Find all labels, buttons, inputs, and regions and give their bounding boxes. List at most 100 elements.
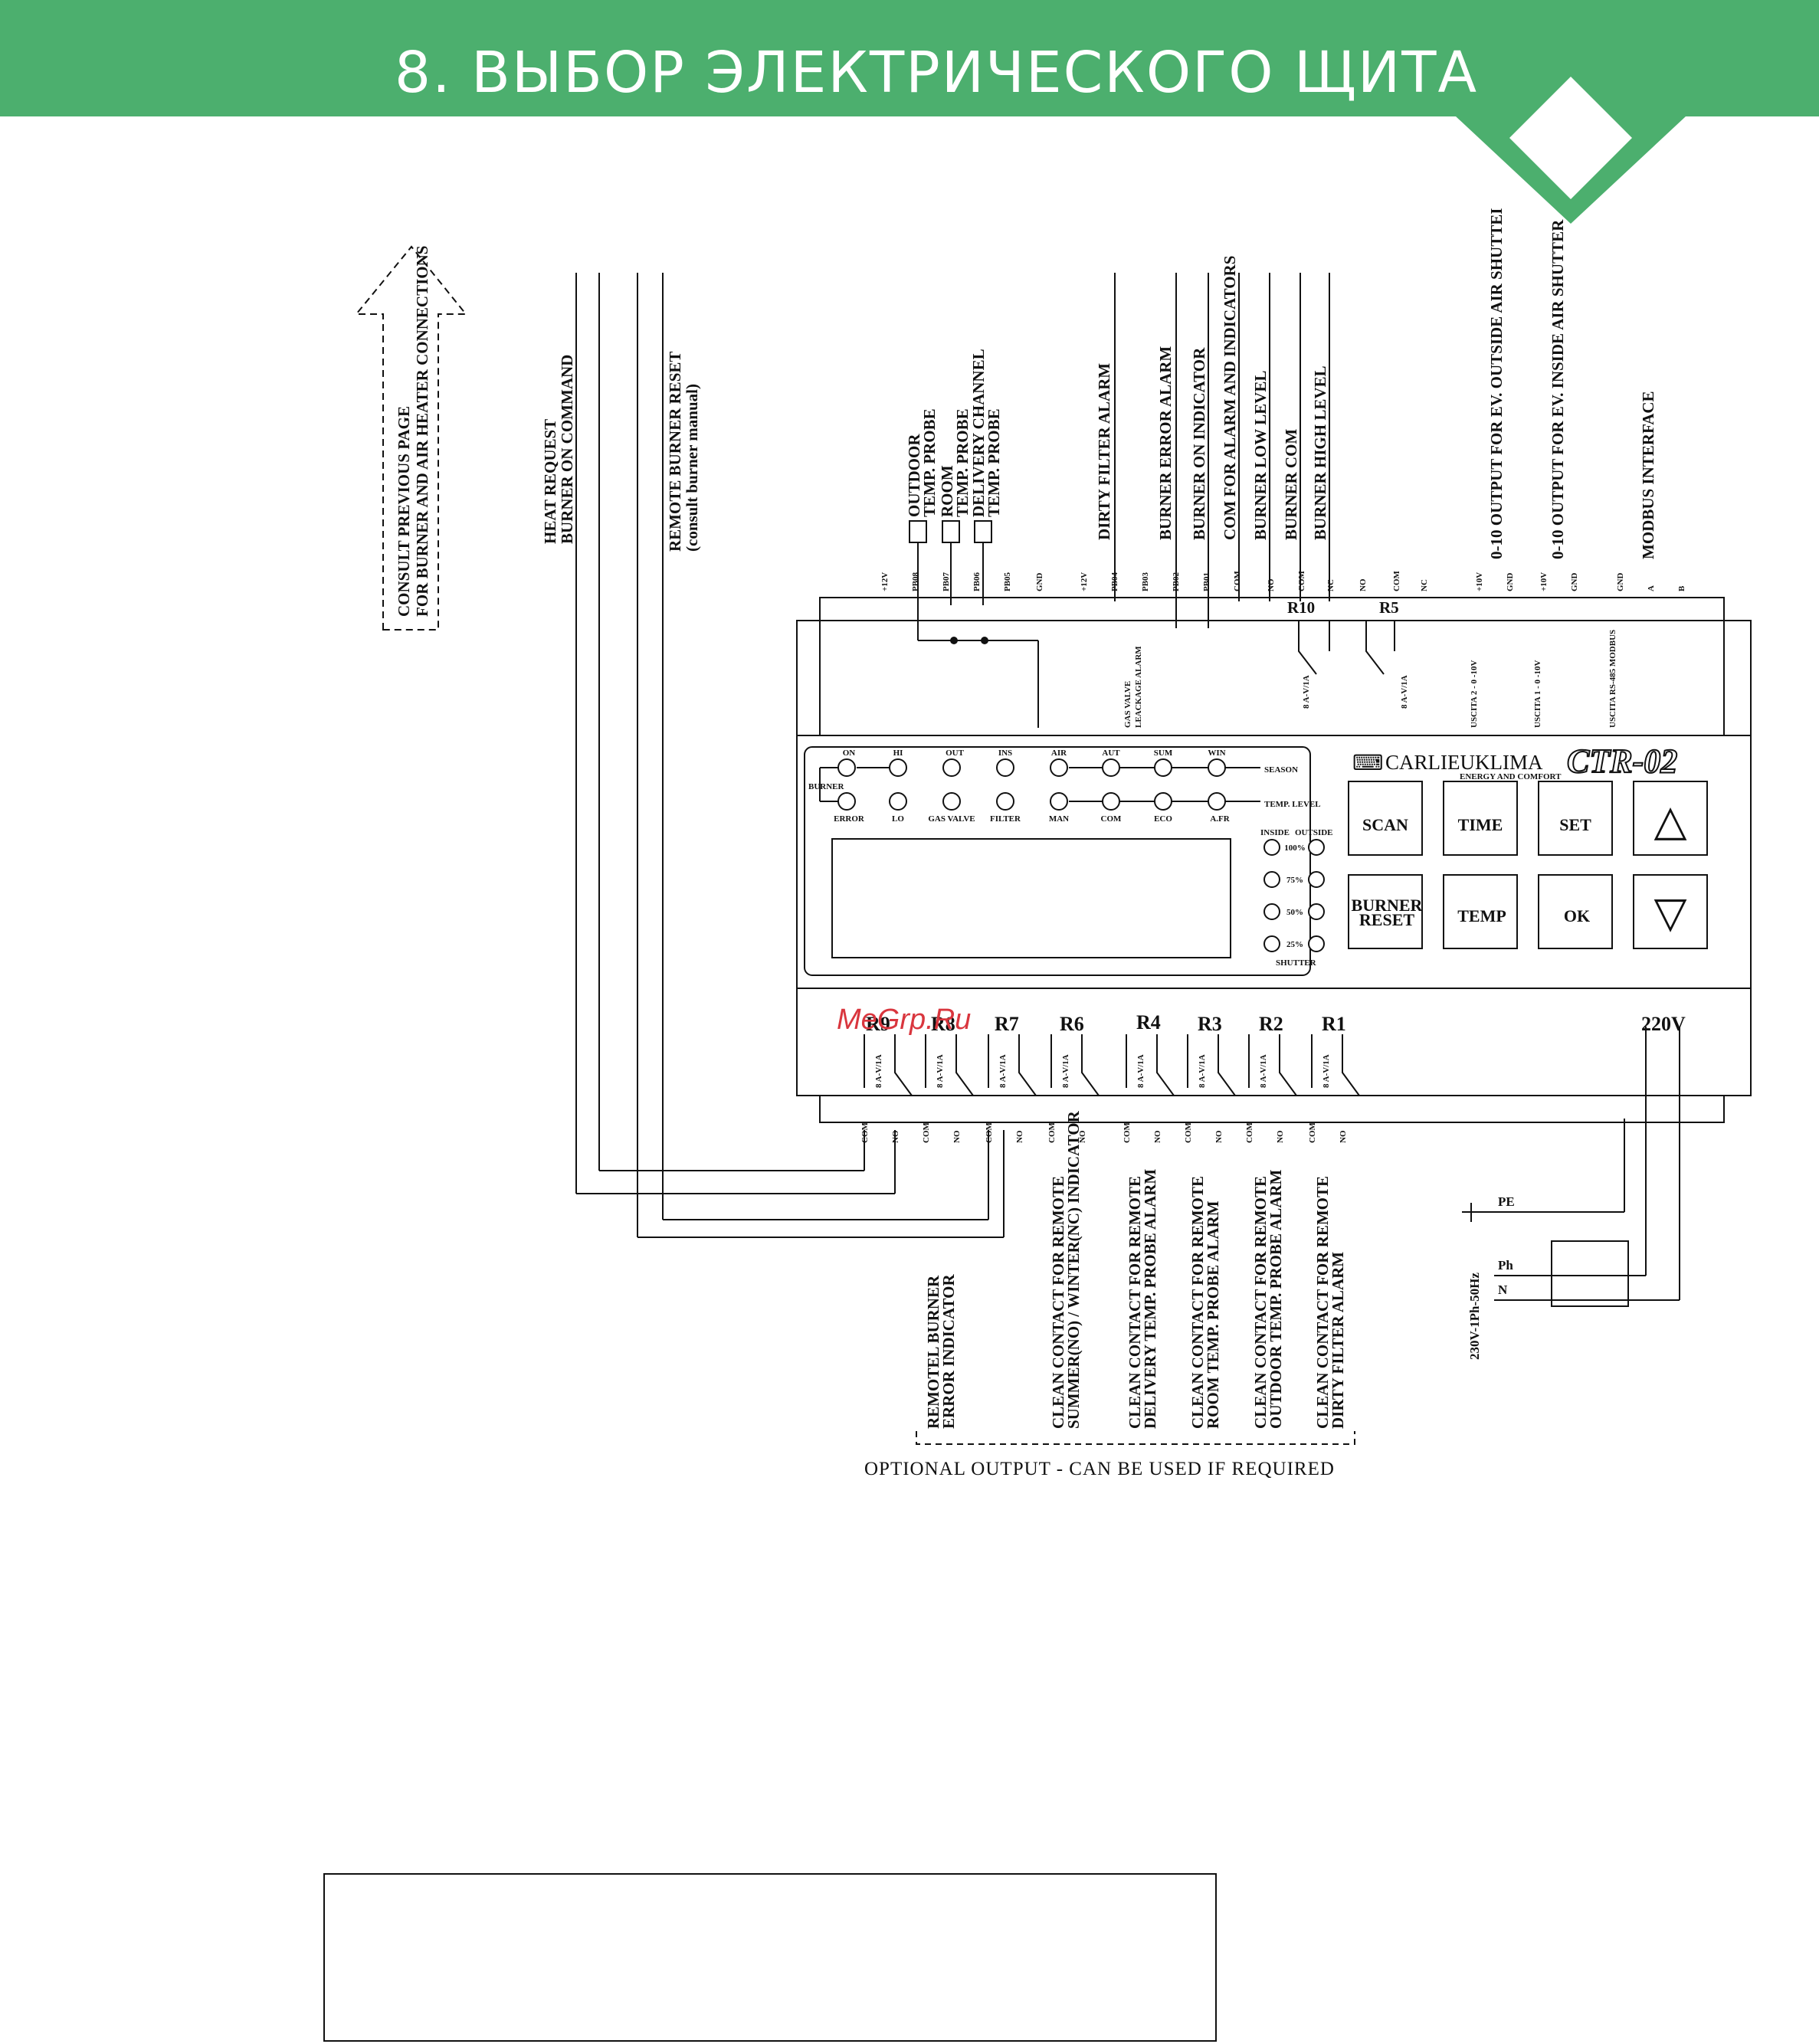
label-consult-manual: (consult burner manual) xyxy=(683,384,701,552)
relay-r5-switch xyxy=(1365,621,1395,675)
term-pb01: PB01 xyxy=(1202,572,1211,591)
bterm-no: NO xyxy=(1153,1130,1162,1143)
relay-label: R1 xyxy=(1322,1013,1346,1035)
time-button[interactable] xyxy=(1443,781,1518,856)
label-dirty-filter: DIRTY FILTER ALARM xyxy=(1095,363,1113,540)
term-10v-b: +10V xyxy=(1539,572,1549,591)
uscita-2: USCITA 2 - 0 -10V xyxy=(1470,660,1479,728)
temp-level-label: TEMP. LEVEL xyxy=(1264,800,1321,809)
led-air xyxy=(1050,758,1068,777)
term-com-1: COM xyxy=(1297,571,1306,592)
down-button[interactable] xyxy=(1633,874,1708,949)
term-12v-b: +12V xyxy=(1080,572,1089,591)
bottom-relay-code: 8 A-V/1A xyxy=(1322,1054,1331,1088)
bottom-label: DELIVERY TEMP. PROBE ALARM xyxy=(1141,1169,1159,1429)
label-com-alarm: COM FOR ALARM AND INDICATORS xyxy=(1221,256,1239,540)
led-gas-valve xyxy=(942,792,961,811)
led-bottom-label: LO xyxy=(892,814,904,824)
relay-r5-code: 8 A-V/1A xyxy=(1400,675,1409,709)
label-modbus: MODBUS INTERFACE xyxy=(1639,391,1657,559)
relay-label: R2 xyxy=(1259,1013,1283,1035)
led-win xyxy=(1208,758,1226,777)
probe-delivery-1: DELIVERY CHANNEL xyxy=(969,349,988,517)
uscita-1: USCITA 1 - 0 -10V xyxy=(1533,660,1542,728)
led-hi xyxy=(889,758,907,777)
set-button[interactable] xyxy=(1538,781,1613,856)
bottom-relay-code: 8 A-V/1A xyxy=(1259,1054,1268,1088)
arrow-note-1: CONSULT PREVIOUS PAGE xyxy=(395,406,413,617)
note-box xyxy=(323,1873,1217,2042)
led-top-label: OUT xyxy=(946,748,965,758)
scan-button-label: SCAN xyxy=(1362,815,1408,834)
bottom-relay-code: 8 A-V/1A xyxy=(1061,1054,1070,1088)
brand-subtitle: ENERGY AND COMFORT xyxy=(1460,772,1562,781)
optional-bracket xyxy=(916,1431,1355,1445)
scan-button[interactable] xyxy=(1348,781,1423,856)
term-gnd-3: GND xyxy=(1570,573,1579,592)
ph-label: Ph xyxy=(1498,1258,1513,1273)
lcd-display xyxy=(831,838,1231,958)
led-top-label: HI xyxy=(893,748,903,758)
header-bar: 8. ВЫБОР ЭЛЕКТРИЧЕСКОГО ЩИТА xyxy=(0,0,1819,116)
label-burner-error: BURNER ERROR ALARM xyxy=(1156,346,1175,540)
gas-valve-1: GAS VALVE xyxy=(1123,681,1132,728)
bterm-no: NO xyxy=(1339,1130,1348,1143)
term-pb05: PB05 xyxy=(1003,572,1012,591)
bterm-com: COM xyxy=(985,1122,994,1144)
term-pb07: PB07 xyxy=(942,572,951,591)
shutter-label: SHUTTER xyxy=(1276,958,1317,968)
relay-label: R6 xyxy=(1060,1013,1084,1035)
panel-display-area xyxy=(804,746,1311,976)
led-on xyxy=(837,758,856,777)
bterm-no: NO xyxy=(952,1130,962,1143)
term-com-2: COM xyxy=(1392,571,1401,592)
burner-reset-button[interactable] xyxy=(1348,874,1423,949)
model-name: CTR-02 xyxy=(1567,742,1677,780)
optional-output-note: OPTIONAL OUTPUT - CAN BE USED IF REQUIRE… xyxy=(864,1459,1335,1479)
term-gnd-2: GND xyxy=(1506,573,1515,592)
led-out-50 xyxy=(1308,903,1325,920)
breaker-icon xyxy=(1551,1240,1629,1307)
bottom-label: DIRTY FILTER ALARM xyxy=(1329,1252,1347,1429)
power-220v-label: 220V xyxy=(1641,1013,1686,1035)
term-nc-2: NC xyxy=(1420,579,1429,591)
bterm-com: COM xyxy=(1245,1122,1254,1144)
probe-box-delivery xyxy=(974,520,992,543)
bottom-label: CLEAN CONTACT FOR REMOTE xyxy=(1049,1176,1067,1429)
bottom-label: ROOM TEMP. PROBE ALARM xyxy=(1204,1201,1222,1429)
temp-button[interactable] xyxy=(1443,874,1518,949)
bterm-com: COM xyxy=(1308,1122,1317,1144)
label-burner-high: BURNER HIGH LEVEL xyxy=(1311,365,1329,540)
term-a: A xyxy=(1647,585,1656,591)
bottom-label: CLEAN CONTACT FOR REMOTE xyxy=(1251,1176,1270,1429)
bottom-relay-code: 8 A-V/1A xyxy=(936,1054,945,1088)
watermark: MeGrp.Ru xyxy=(837,1004,972,1036)
led-out-25 xyxy=(1308,935,1325,952)
led-lo xyxy=(889,792,907,811)
ok-button[interactable] xyxy=(1538,874,1613,949)
brand-name: CARLIEUKLIMA xyxy=(1385,751,1543,774)
term-pb06: PB06 xyxy=(972,572,982,591)
led-bottom-label: A.FR xyxy=(1210,814,1230,824)
bterm-com: COM xyxy=(1123,1122,1132,1144)
probe-room-1: ROOM xyxy=(938,465,956,517)
gas-valve-2: LEACKAGE ALARM xyxy=(1134,646,1143,728)
pct-label: 75% xyxy=(1286,876,1303,885)
label-burner-com: BURNER COM xyxy=(1282,429,1300,540)
led-in-25 xyxy=(1263,935,1280,952)
term-pb04: PB04 xyxy=(1110,572,1119,591)
bterm-com: COM xyxy=(860,1122,870,1144)
up-button[interactable] xyxy=(1633,781,1708,856)
term-gnd-4: GND xyxy=(1616,573,1625,592)
relay-r10-switch xyxy=(1298,621,1330,675)
led-bottom-label: COM xyxy=(1101,814,1123,824)
bottom-label: REMOTEL BURNER xyxy=(924,1275,942,1429)
burner-button-label-1: BURNER xyxy=(1352,896,1424,915)
relay-label: R3 xyxy=(1198,1013,1222,1035)
led-out-100 xyxy=(1308,839,1325,856)
led-top-label: AIR xyxy=(1051,748,1067,758)
burner-label: BURNER xyxy=(808,782,845,791)
page-title: 8. ВЫБОР ЭЛЕКТРИЧЕСКОГО ЩИТА xyxy=(395,40,1479,106)
bottom-label: CLEAN CONTACT FOR REMOTE xyxy=(1188,1176,1207,1429)
